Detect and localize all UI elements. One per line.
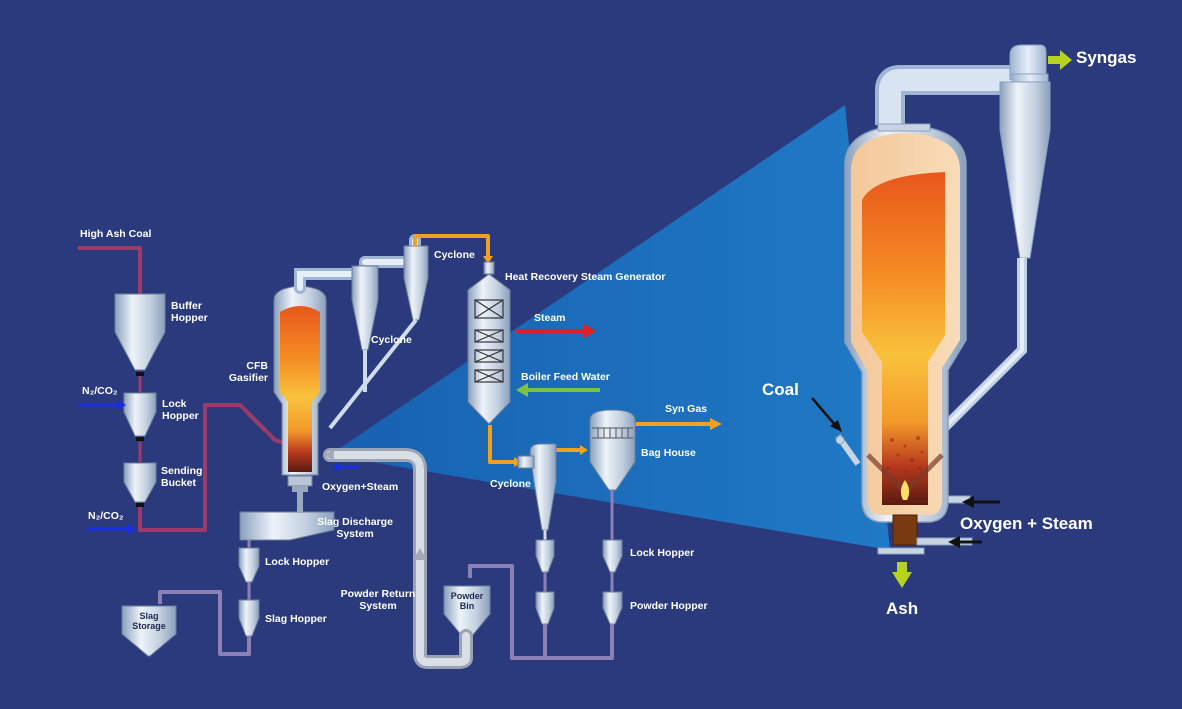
- label-cyclone-second: Cyclone: [434, 249, 475, 261]
- feed-system: [78, 246, 297, 532]
- steam-arrow: [516, 324, 596, 338]
- magnification-beam: [330, 105, 890, 550]
- label-ash: Ash: [886, 599, 919, 618]
- syngas-flow-head-1: [483, 256, 493, 264]
- coal-pointer-arrow: [811, 397, 842, 432]
- ash-outlet-arrow: [892, 562, 912, 588]
- sending-bucket-vessel: [123, 462, 157, 507]
- slag-transfer-line: [158, 590, 251, 656]
- label-lock-hopper-feed: Lock Hopper: [162, 398, 199, 422]
- syngas-out-arrow: [710, 418, 722, 430]
- label-boiler-feed-water: Boiler Feed Water: [521, 371, 610, 383]
- cyclone-first-vessel: [351, 265, 379, 351]
- label-lock-hopper-slag: Lock Hopper: [265, 556, 330, 568]
- n2-arrows: [78, 400, 136, 534]
- label-n2-co2-bottom: N₂/CO₂: [88, 510, 124, 522]
- lock-hopper-feed-vessel: [123, 392, 157, 441]
- hrsg-vessel: [467, 261, 511, 425]
- slag-storage-vessel: [121, 605, 177, 657]
- label-powder-bin: Powder Bin: [450, 591, 484, 611]
- label-powder-hopper: Powder Hopper: [630, 600, 708, 612]
- label-cyclone-third: Cyclone: [490, 478, 531, 490]
- label-cfb-gasifier: CFB Gasifier: [228, 360, 268, 384]
- label-syngas: Syngas: [1076, 48, 1137, 67]
- bag-house-vessel: [589, 409, 636, 491]
- label-syn-gas: Syn Gas: [665, 403, 708, 415]
- label-cyclone-first: Cyclone: [371, 334, 412, 346]
- label-hrsg: Heat Recovery Steam Generator: [505, 271, 666, 283]
- cyclone-second-vessel: [403, 245, 429, 321]
- label-powder-return: Powder Return System: [340, 588, 416, 612]
- label-slag-storage: Slag Storage: [132, 611, 166, 631]
- feed-transfer-line: [138, 403, 297, 532]
- label-buffer-hopper: Buffer Hopper: [171, 300, 208, 324]
- label-steam: Steam: [534, 312, 566, 324]
- coal-feed-line: [78, 246, 142, 294]
- cyclone-third-vessel: [517, 443, 557, 531]
- label-high-ash-coal: High Ash Coal: [80, 228, 152, 240]
- powder-return-pipe: [323, 448, 473, 669]
- feed-water-arrow: [516, 383, 600, 397]
- label-lock-hopper-bag: Lock Hopper: [630, 547, 695, 559]
- buffer-hopper-vessel: [114, 293, 166, 376]
- powder-return-lines: [468, 564, 614, 660]
- label-bag-house: Bag House: [641, 447, 696, 459]
- powder-hoppers-middle: [535, 530, 555, 625]
- slag-lock-hopper-vessel: [238, 540, 260, 600]
- label-sending-bucket: Sending Bucket: [161, 465, 203, 489]
- label-slag-discharge: Slag Discharge System: [317, 516, 393, 540]
- cfb-gasifier-small: [273, 285, 327, 492]
- slag-discharge-vessel: [239, 492, 335, 541]
- label-oxygen-steam-big: Oxygen + Steam: [960, 514, 1093, 533]
- large-gasifier: [835, 44, 1051, 555]
- oxygen-steam-small-arrow: [332, 462, 360, 472]
- label-coal: Coal: [762, 380, 799, 399]
- slag-hopper-vessel: [238, 599, 260, 637]
- syngas-outlet-arrow: [1048, 50, 1072, 70]
- oxygen-pointer-arrows: [948, 496, 1000, 548]
- label-oxygen-steam-small: Oxygen+Steam: [322, 481, 399, 493]
- cyclone-downcomers: [328, 318, 418, 430]
- label-slag-hopper: Slag Hopper: [265, 613, 327, 625]
- powder-hoppers-right: [602, 490, 623, 625]
- syngas-flow-head-3: [580, 445, 588, 455]
- label-n2-co2-top: N₂/CO₂: [82, 385, 118, 397]
